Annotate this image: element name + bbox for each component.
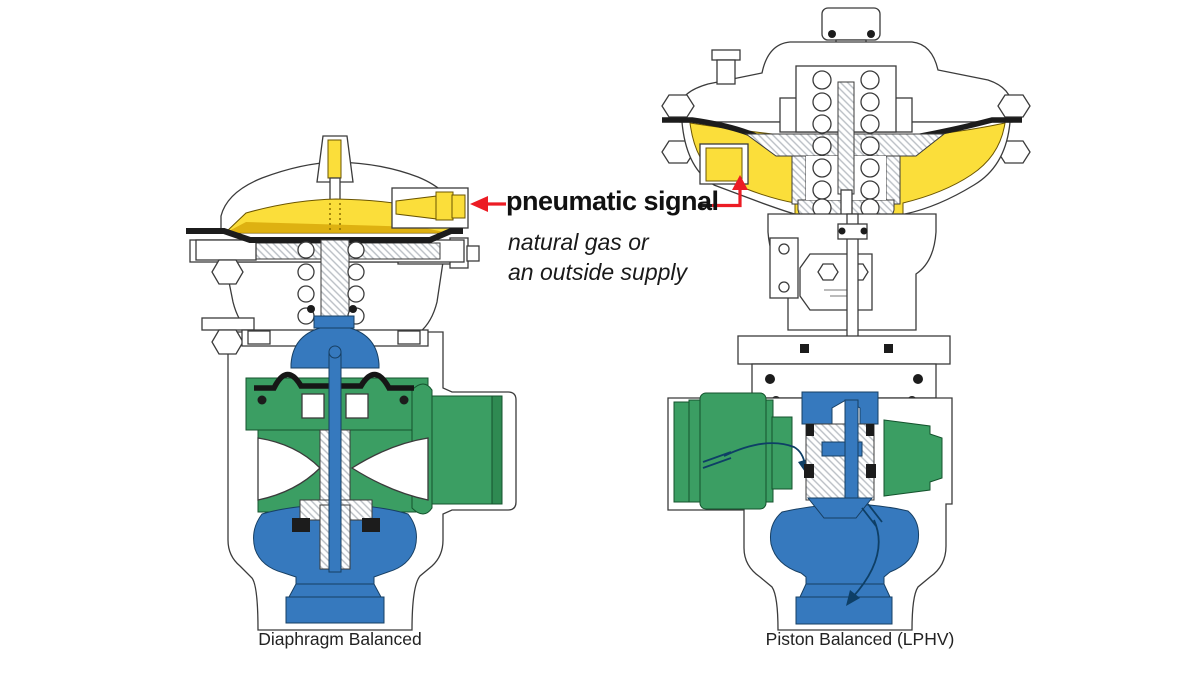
- outlet-pipe: [427, 395, 503, 505]
- adjusting-stem: [316, 135, 354, 207]
- pneumatic-signal-annotation: [470, 175, 748, 212]
- piston-assembly: [801, 391, 879, 505]
- pneumatic-signal-label: pneumatic signal: [506, 186, 719, 216]
- housing-bolts: [661, 49, 1031, 164]
- actuator-spring: [812, 70, 880, 218]
- pneumatic-signal-port: [391, 187, 469, 229]
- arrow-left-icon: [470, 196, 488, 212]
- flow-arrow: [723, 442, 806, 466]
- signal-source-line2: an outside supply: [508, 259, 688, 285]
- outlet-chamber-blue: [770, 497, 919, 625]
- arrow-up-icon: [732, 175, 748, 190]
- body-green-right: [883, 419, 943, 497]
- flange-bolts: [195, 239, 257, 355]
- nameplate: [769, 237, 799, 299]
- caption-piston-balanced: Piston Balanced (LPHV): [765, 629, 955, 649]
- stem-hatch: [320, 239, 350, 325]
- inlet-pipe-green: [673, 392, 811, 510]
- valve-stem: [328, 345, 342, 573]
- diaphragm-balanced-valve: [186, 135, 517, 631]
- caption-diaphragm-balanced: Diaphragm Balanced: [258, 629, 422, 649]
- signal-source-line1: natural gas or: [508, 229, 649, 255]
- spring: [297, 241, 365, 325]
- travel-indicator: [799, 253, 873, 311]
- flow-arrow: [851, 519, 880, 599]
- valve-body-green: [245, 377, 503, 525]
- piston-balanced-valve: [661, 7, 1031, 631]
